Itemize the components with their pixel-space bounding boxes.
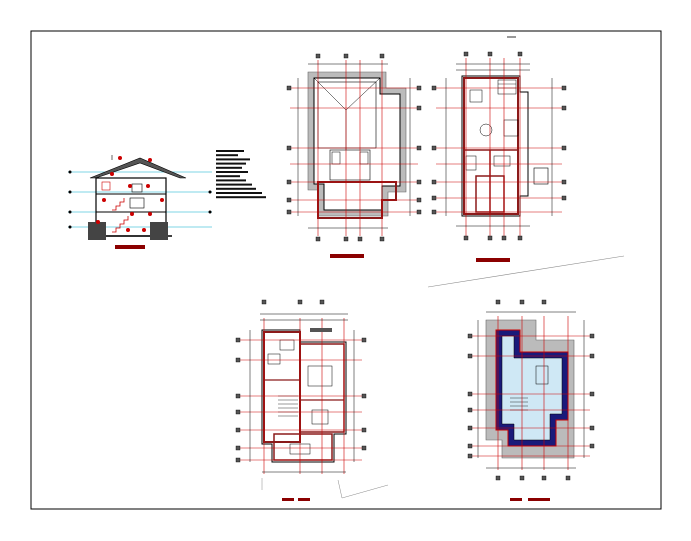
first-floor-title-bar-b [298, 498, 310, 501]
attic-title-bar-a [510, 498, 522, 501]
notes-line [216, 166, 242, 169]
attic-plan [467, 299, 595, 501]
attic-title-bar-b [528, 498, 550, 501]
notes-line [216, 162, 246, 165]
notes-line [216, 175, 240, 178]
notes-line [216, 183, 252, 186]
roof-plan [286, 53, 422, 258]
notes-line [216, 171, 248, 173]
notes-line [216, 150, 244, 152]
first-floor-plan [235, 299, 389, 501]
cut-line [427, 255, 625, 288]
notes-line [216, 179, 246, 182]
first-floor-title-bar-a [282, 498, 294, 501]
ground-floor-title-bar [476, 258, 510, 262]
roof-plan-title-bar [330, 254, 364, 258]
section-title-bar [115, 245, 145, 249]
section-drawing [68, 155, 212, 249]
notes-line [216, 192, 262, 194]
notes-line [216, 196, 266, 199]
notes-line [216, 154, 238, 157]
notes-line [216, 158, 250, 161]
notes-line [216, 187, 256, 190]
sheet-border [30, 30, 662, 510]
notes-block [216, 150, 266, 199]
ground-floor-plan [431, 51, 567, 262]
